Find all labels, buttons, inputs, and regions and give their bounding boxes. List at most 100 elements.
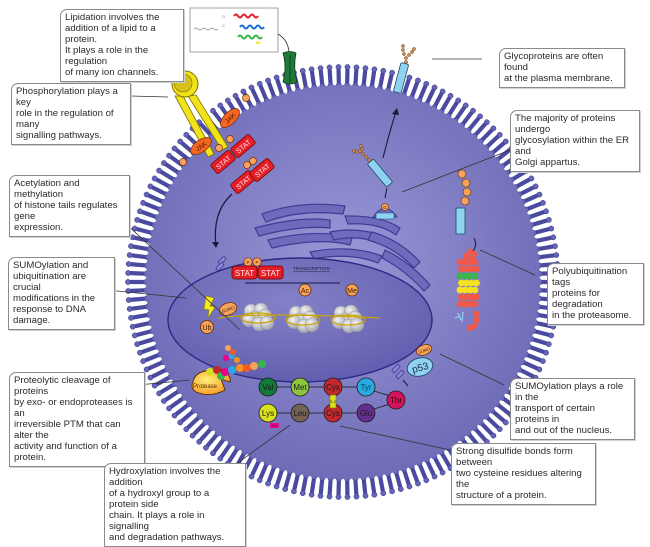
callout-sumo-transport: SUMOylation plays a role in the transpor…	[510, 378, 635, 440]
ptm-cell-diagram: JAK JAK P P STAT STAT STAT STAT	[0, 0, 650, 510]
lipid-tail	[364, 481, 365, 493]
lipid-tail	[162, 386, 172, 392]
lipid-tail	[330, 482, 331, 494]
lipid-tail	[356, 482, 357, 494]
lipid-tail	[526, 196, 537, 201]
callout-disulfide-bonds: Strong disulfide bonds form between two …	[451, 443, 596, 505]
lipid-head	[257, 81, 262, 86]
amino-acid-cys: Cys	[324, 378, 342, 396]
lipid-head	[203, 445, 208, 450]
lipid-head	[274, 75, 279, 80]
lipid-tail	[146, 204, 157, 208]
lipid-tail	[483, 131, 491, 140]
peptide-bead	[228, 366, 236, 374]
lipid-head	[140, 200, 145, 205]
lipid-head	[440, 470, 445, 475]
lipid-head	[546, 217, 551, 222]
lipid-tail	[428, 463, 433, 474]
lipid-head	[318, 66, 323, 71]
lipid-head	[372, 492, 377, 497]
lipidation-inset: O C	[190, 8, 278, 52]
lipid-tail	[537, 332, 549, 335]
amino-acid-label: Leu	[293, 409, 306, 418]
svg-text:C: C	[222, 23, 225, 28]
lipid-head	[156, 391, 161, 396]
lipid-head	[132, 333, 137, 338]
lipid-tail	[321, 481, 322, 493]
lipid-head	[257, 478, 262, 483]
lipid-head	[407, 484, 412, 489]
lipid-head	[178, 420, 183, 425]
lipid-tail	[532, 348, 543, 352]
lipid-tail	[188, 419, 197, 427]
lipid-head	[197, 439, 202, 444]
lipid-head	[537, 192, 542, 197]
lipid-tail	[162, 172, 172, 178]
lipid-tail	[138, 229, 150, 232]
lipid-head	[241, 89, 246, 94]
lipid-head	[336, 494, 341, 499]
lipid-head	[543, 209, 548, 214]
lipid-tail	[177, 150, 186, 157]
lipid-head	[178, 139, 183, 144]
lipid-tail	[138, 332, 150, 335]
lipid-head	[166, 406, 171, 411]
lipid-head	[249, 474, 254, 479]
lipid-head	[152, 176, 157, 181]
lipid-head	[274, 484, 279, 489]
lipid-tail	[134, 247, 146, 249]
lipid-head	[554, 252, 559, 257]
stat-label: STAT	[235, 269, 254, 278]
lipid-tail	[143, 212, 154, 216]
lipid-head	[546, 342, 551, 347]
lipid-head	[309, 67, 314, 72]
disulfide-label: S-S	[330, 400, 337, 404]
callout-glycoproteins: Glycoproteins are often found at the pla…	[499, 48, 625, 88]
lipid-tail	[277, 472, 281, 483]
amino-acid-thr: Thr	[387, 391, 405, 409]
lipid-tail	[253, 463, 258, 474]
lipid-tail	[540, 247, 552, 249]
lipid-tail	[253, 90, 258, 101]
lipid-head	[172, 146, 177, 151]
lipid-head	[137, 209, 142, 214]
histone-acetyl: Ac	[299, 284, 311, 296]
lipid-head	[424, 81, 429, 86]
lipid-tail	[140, 221, 151, 224]
lipid-tail	[522, 188, 533, 193]
peptide-bead	[250, 362, 258, 370]
ubiquitin-dna: Ub	[201, 321, 214, 334]
lipid-tail	[436, 94, 442, 105]
amino-acid-met: Met	[291, 378, 309, 396]
lipid-tail	[153, 188, 164, 193]
lipid-tail	[443, 98, 449, 108]
lipid-tail	[405, 472, 409, 483]
lipid-head	[381, 68, 386, 73]
lipid-head	[345, 64, 350, 69]
lipid-tail	[132, 299, 144, 300]
lipid-tail	[171, 400, 181, 407]
lipid-head	[389, 489, 394, 494]
lipid-head	[529, 176, 534, 181]
peptide-bead	[225, 345, 231, 351]
lipid-head	[484, 120, 489, 125]
lipid-head	[135, 342, 140, 347]
amino-acid-label: Lys	[262, 409, 274, 418]
lipid-head	[300, 68, 305, 73]
peptide-bead	[206, 368, 214, 376]
lipid-tail	[157, 180, 168, 186]
lipid-tail	[380, 478, 382, 490]
lipid-tail	[494, 413, 503, 421]
lipid-head	[130, 324, 135, 329]
histone-methyl: Me	[346, 284, 358, 296]
lipid-tail	[356, 70, 357, 82]
lipid-head	[540, 200, 545, 205]
lipid-head	[126, 270, 131, 275]
peptide-bead	[234, 357, 240, 363]
lipid-head	[166, 153, 171, 158]
lipid-head	[125, 279, 130, 284]
lipid-head	[184, 132, 189, 137]
proteasome-cap	[469, 256, 475, 262]
lipid-tail	[483, 425, 491, 434]
callout-polyubiquitination: Polyubiquitination tags proteins for deg…	[547, 263, 644, 325]
